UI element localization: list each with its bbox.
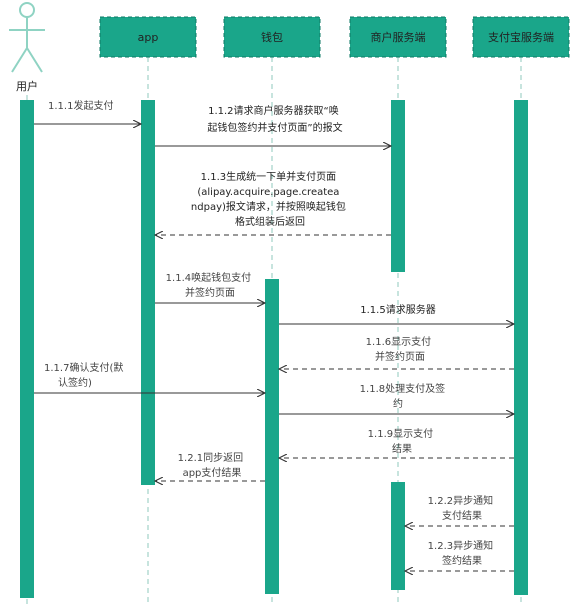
participant-merchant-label: 商户服务端 (371, 30, 426, 44)
msg-label-line: 约 (393, 397, 403, 410)
message-1-1-4: 1.1.4唤起钱包支付 并签约页面 (155, 271, 265, 303)
activation-merchant-1 (391, 100, 405, 272)
activation-user (20, 100, 34, 598)
activation-alipay (514, 100, 528, 595)
svg-text:1.1.6显示支付 并签约页面: 1.1.6显示支付 并签约页面 (366, 335, 435, 363)
message-1-1-6: 1.1.6显示支付 并签约页面 (279, 335, 514, 369)
msg-label-line: 结果 (392, 442, 412, 455)
msg-label-line: 并签约页面 (185, 286, 235, 299)
svg-text:1.1.3生成统一下单并支付页面 (alipay: 1.1.3生成统一下单并支付页面 (alipay.acquire.page.cr… (191, 170, 349, 228)
msg-label-line: 1.1.3生成统一下单并支付页面 (201, 170, 336, 183)
svg-text:1.2.3异步通知 签约结果: 1.2.3异步通知 签约结果 (428, 539, 497, 567)
participant-app: app (99, 16, 197, 58)
svg-text:1.1.8处理支付及签 约: 1.1.8处理支付及签 约 (360, 382, 449, 410)
activation-wallet (265, 279, 279, 594)
activation-merchant-2 (391, 482, 405, 590)
msg-label-line: app支付结果 (183, 466, 242, 479)
msg-label-line: 起钱包签约并支付页面”的报文 (207, 121, 342, 134)
msg-label-line: 1.1.5请求服务器 (360, 303, 435, 316)
svg-text:1.1.4唤起钱包支付 并签约页面: 1.1.4唤起钱包支付 并签约页面 (166, 271, 255, 299)
msg-label-line: 1.1.4唤起钱包支付 (166, 271, 251, 284)
msg-label-line: 1.2.2异步通知 (428, 494, 493, 507)
participant-alipay: 支付宝服务端 (472, 16, 570, 58)
participant-merchant: 商户服务端 (349, 16, 447, 58)
participant-app-label: app (138, 31, 159, 44)
svg-text:1.1.2请求商户服务器获取“唤 起钱包签约并支: 1.1.2请求商户服务器获取“唤 起钱包签约并支付页面”的报文 (207, 104, 342, 134)
message-1-1-1: 1.1.1发起支付 (34, 99, 141, 124)
msg-label-line: 签约结果 (442, 554, 482, 567)
user-actor-icon (9, 2, 45, 73)
participant-wallet: 钱包 (223, 16, 321, 58)
msg-label-line: (alipay.acquire.page.createa (197, 187, 339, 198)
participant-alipay-label: 支付宝服务端 (488, 30, 554, 44)
activation-app (141, 100, 155, 485)
message-1-2-1: 1.2.1同步返回 app支付结果 (155, 452, 265, 481)
message-1-2-3: 1.2.3异步通知 签约结果 (405, 539, 514, 571)
message-1-1-8: 1.1.8处理支付及签 约 (279, 382, 514, 414)
msg-label-line: 并签约页面 (375, 350, 425, 363)
msg-label-line: 1.2.1同步返回 (178, 452, 243, 464)
message-1-1-5: 1.1.5请求服务器 (279, 303, 514, 324)
msg-label-line: 1.1.2请求商户服务器获取“唤 (208, 104, 339, 117)
msg-label-line: 1.1.9显示支付 (368, 427, 433, 440)
msg-label-line: 1.1.6显示支付 (366, 335, 431, 348)
message-1-1-3: 1.1.3生成统一下单并支付页面 (alipay.acquire.page.cr… (155, 170, 391, 235)
participant-wallet-label: 钱包 (261, 30, 283, 44)
msg-label-line: 认签约) (58, 376, 92, 389)
msg-label-line: 支付结果 (442, 509, 482, 522)
message-1-1-2: 1.1.2请求商户服务器获取“唤 起钱包签约并支付页面”的报文 (155, 104, 391, 146)
message-1-1-7: 1.1.7确认支付(默 认签约) (34, 361, 265, 393)
actor-label: 用户 (16, 79, 38, 93)
svg-text:1.1.5请求服务器: 1.1.5请求服务器 (360, 303, 435, 316)
msg-label-line: 1.2.3异步通知 (428, 539, 493, 552)
message-1-2-2: 1.2.2异步通知 支付结果 (405, 494, 514, 526)
svg-text:1.2.1同步返回 app支付结果: 1.2.1同步返回 app支付结果 (178, 452, 247, 479)
svg-text:1.1.9显示支付 结果: 1.1.9显示支付 结果 (368, 427, 437, 455)
msg-label-line: 1.1.8处理支付及签 (360, 382, 445, 395)
message-1-1-9: 1.1.9显示支付 结果 (279, 427, 514, 458)
msg-label-line: 1.1.1发起支付 (48, 99, 113, 112)
msg-label-line: ndpay)报文请求，并按照唤起钱包 (191, 200, 346, 213)
msg-label-line: 1.1.7确认支付(默 (44, 361, 123, 374)
msg-label-line: 格式组装后返回 (235, 215, 305, 228)
svg-text:1.1.1发起支付: 1.1.1发起支付 (48, 99, 113, 112)
svg-text:1.1.7确认支付(默 认签约): 1.1.7确认支付(默 认签约) (44, 361, 127, 389)
svg-text:1.2.2异步通知 支付结果: 1.2.2异步通知 支付结果 (428, 494, 497, 522)
